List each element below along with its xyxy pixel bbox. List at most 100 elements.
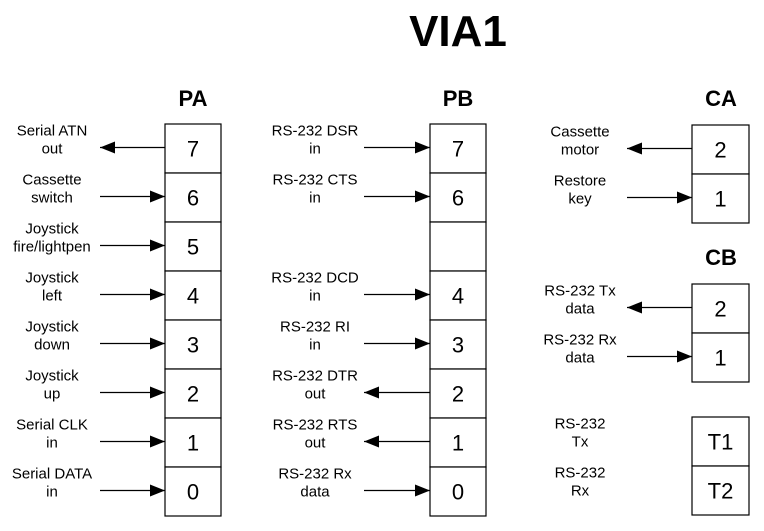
port-pa-heading: PA: [179, 86, 208, 111]
bit-number: 2: [714, 138, 726, 163]
signal-label: in: [46, 435, 58, 452]
arrow-in-icon: [415, 484, 430, 497]
bit-number: 6: [187, 186, 199, 211]
signal-label: out: [305, 435, 327, 452]
arrow-in-icon: [150, 288, 165, 301]
bit-cell: [429, 221, 487, 272]
arrow-in-icon: [415, 190, 430, 203]
signal-label: data: [565, 350, 595, 367]
bit-cell: T1: [691, 416, 750, 467]
bit-cell: 2: [691, 283, 750, 334]
bit-box: [164, 221, 222, 272]
signal-label: data: [565, 301, 595, 318]
bit-number: 1: [714, 346, 726, 371]
signal-label: Serial ATN: [17, 123, 88, 140]
arrow-in-icon: [415, 288, 430, 301]
bit-cell: 2: [429, 368, 487, 419]
signal-label: motor: [561, 142, 599, 159]
arrow-in-icon: [150, 484, 165, 497]
signal-label: in: [309, 141, 321, 158]
arrow-in-icon: [150, 435, 165, 448]
bit-cell: 2: [164, 368, 222, 419]
signal-label: Serial DATA: [12, 466, 92, 483]
signal-label: left: [42, 288, 63, 305]
signal-label: RS-232: [555, 416, 606, 433]
bit-number: 4: [452, 284, 464, 309]
bit-cell: 7: [164, 123, 222, 174]
bit-cell: 1: [429, 417, 487, 468]
bit-box: [429, 466, 487, 517]
bit-number: T2: [708, 479, 734, 504]
bit-box: [691, 332, 750, 383]
bit-number: 5: [187, 235, 199, 260]
arrow-in-icon: [150, 386, 165, 399]
bit-cell: 3: [164, 319, 222, 370]
bit-box: [429, 221, 487, 272]
arrow-out-icon: [364, 386, 379, 399]
arrow-in-icon: [415, 337, 430, 350]
bit-number: 2: [714, 297, 726, 322]
bit-box: [691, 173, 750, 224]
arrow-in-icon: [415, 141, 430, 154]
signal-label: Cassette: [22, 172, 81, 189]
bit-box: [164, 417, 222, 468]
bit-number: 6: [452, 186, 464, 211]
signal-label: Joystick: [25, 319, 79, 336]
signal-label: Tx: [572, 434, 589, 451]
arrow-out-icon: [627, 301, 642, 314]
bit-cell: 0: [429, 466, 487, 517]
signal-label: RS-232 CTS: [272, 172, 357, 189]
signal-label: out: [42, 141, 64, 158]
bit-number: 0: [452, 480, 464, 505]
bit-cell: T2: [691, 465, 750, 516]
bit-cell: 2: [691, 124, 750, 175]
signal-label: fire/lightpen: [13, 239, 91, 256]
bit-box: [164, 319, 222, 370]
bit-number: 2: [187, 382, 199, 407]
bit-number: 7: [452, 137, 464, 162]
arrow-out-icon: [100, 141, 115, 154]
bit-cell: 7: [429, 123, 487, 174]
signal-label: RS-232 Rx: [278, 466, 352, 483]
signal-label: in: [309, 190, 321, 207]
diagram-title: VIA1: [409, 7, 507, 56]
signal-label: in: [46, 484, 58, 501]
signal-label: key: [568, 191, 592, 208]
bit-number: 3: [452, 333, 464, 358]
bit-cell: 6: [164, 172, 222, 223]
bit-number: 3: [187, 333, 199, 358]
bit-box: [164, 172, 222, 223]
bit-box: [164, 123, 222, 174]
signal-label: Restore: [554, 173, 607, 190]
bit-number: T1: [708, 430, 734, 455]
bit-cell: 1: [691, 173, 750, 224]
signal-label: Joystick: [25, 368, 79, 385]
signal-label: Cassette: [550, 124, 609, 141]
arrow-in-icon: [677, 350, 692, 363]
bit-cell: 3: [429, 319, 487, 370]
bit-cell: 1: [691, 332, 750, 383]
signal-label: Serial CLK: [16, 417, 88, 434]
port-ca-heading: CA: [705, 86, 737, 111]
bit-cell: 0: [164, 466, 222, 517]
bit-cell: 5: [164, 221, 222, 272]
signal-label: RS-232 RTS: [273, 417, 358, 434]
signal-label: up: [44, 386, 61, 403]
signal-label: in: [309, 337, 321, 354]
